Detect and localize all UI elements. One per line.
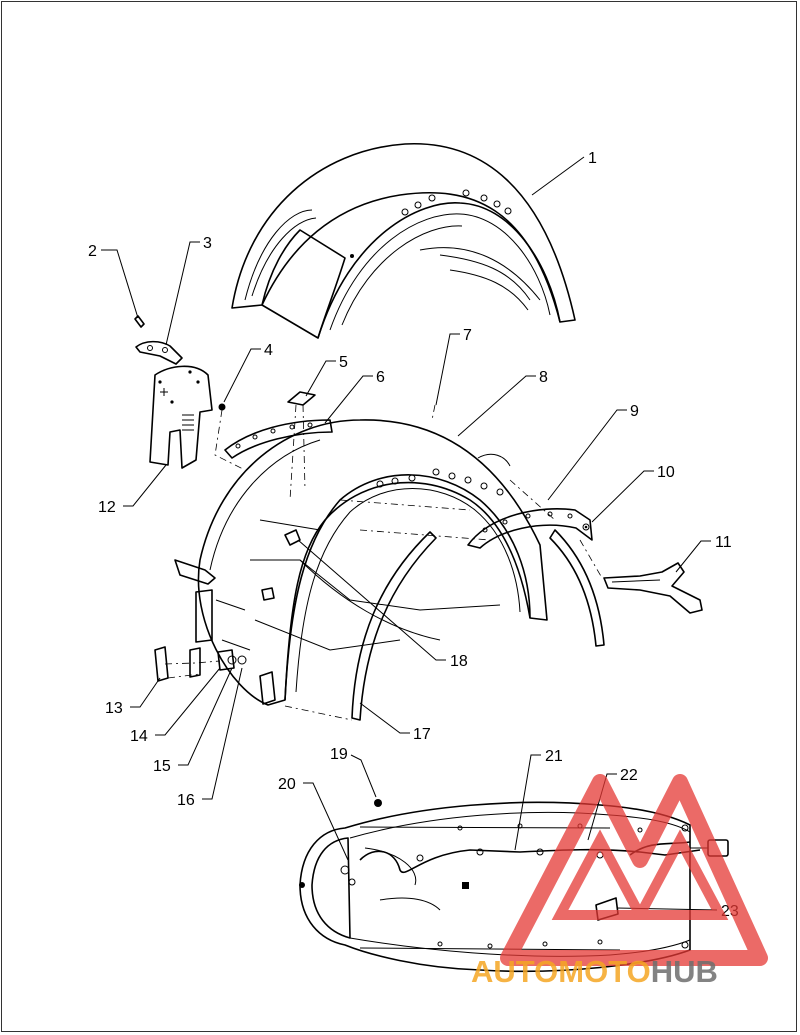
callout-9: 9 [630,403,639,420]
callout-2: 2 [88,243,97,260]
callout-labels: 1 2 3 4 5 6 7 8 9 10 11 12 13 14 15 16 1… [88,150,739,920]
callout-21: 21 [545,748,563,765]
callout-16: 16 [177,792,195,809]
part-15-washer [227,655,237,665]
part-6-trim-strip-left [224,419,333,459]
callout-22: 22 [620,767,638,784]
callout-15: 15 [153,758,171,775]
part-4-fastener [218,403,226,411]
callout-4: 4 [264,342,273,359]
callout-8: 8 [539,369,548,386]
part-8-inner-fender [197,419,548,706]
callout-3: 3 [203,235,212,252]
leader-lines [101,156,718,911]
left-brackets-13-16 [154,559,276,705]
part-5-pad [287,391,316,406]
callout-20: 20 [278,776,296,793]
callout-1: 1 [588,150,597,167]
part-17-seal-strip [351,529,605,721]
watermark-logo [500,774,768,966]
part-1-fender-shell [231,142,576,339]
part-12-cover-plate [149,365,213,469]
callout-17: 17 [413,726,431,743]
callout-6: 6 [376,369,385,386]
part-10-fastener [582,523,590,531]
callout-13: 13 [105,700,123,717]
callout-7: 7 [463,327,472,344]
part-16-bolt [237,655,247,665]
callout-12: 12 [98,499,116,516]
part-19-plug [374,799,382,807]
callout-18: 18 [450,653,468,670]
watermark-text-gray: HUB [651,954,718,989]
part-2-screw [134,315,145,328]
part-14-nut [217,649,235,671]
callout-10: 10 [657,464,675,481]
watermark-text-orange: AUTOMOTO [471,954,651,989]
watermark-triangle-icon [500,774,768,966]
callout-19: 19 [330,746,348,763]
part-11-mount-bracket [603,562,703,614]
callout-14: 14 [130,728,148,745]
part-3-bracket [135,340,183,365]
part-18-pin [284,529,301,546]
svg-text:AUTOMOTOHUB: AUTOMOTOHUB [471,954,718,989]
callout-5: 5 [339,354,348,371]
callout-11: 11 [715,534,732,551]
assembly-lines [164,404,603,721]
